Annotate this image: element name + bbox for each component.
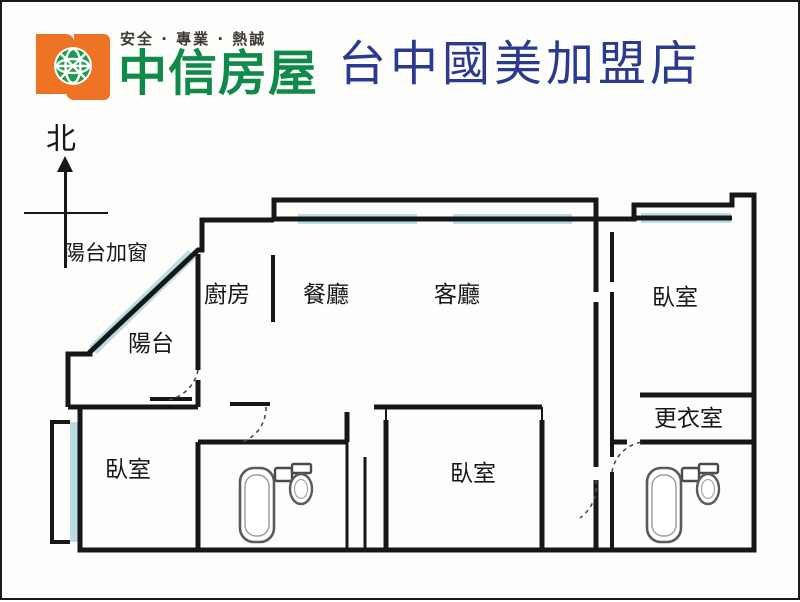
walls-group (50, 192, 757, 553)
store-title: 台中國美加盟店 (338, 36, 703, 92)
toilet-tank-icon (290, 462, 313, 475)
room-label-living: 客廳 (434, 282, 480, 308)
door-swing-bathroom-east (611, 441, 643, 473)
toilet-tank-icon (697, 462, 720, 475)
window-bedroom-sw-west (70, 422, 80, 542)
toilet-bowl-inner (700, 478, 716, 500)
wall-living-north-notch (271, 197, 599, 220)
bathroom-center-fixtures (238, 462, 314, 544)
windows-group (70, 213, 731, 542)
door-swing-kitchen (167, 369, 199, 401)
compass-crossbar (24, 212, 108, 214)
toilet-bowl-inner (293, 478, 309, 500)
room-label-dressing-room: 更衣室 (654, 406, 723, 432)
brand-tagline: 安全 · 專業 · 熱誠 (120, 30, 267, 48)
door-swings-group (167, 369, 643, 519)
north-arrow-icon: 北 (24, 122, 154, 268)
chinatrust-globe-logo-icon (36, 34, 110, 100)
room-label-kitchen: 廚房 (204, 282, 250, 308)
bathtub-inner (244, 474, 270, 537)
brand-logo-block: 安全 · 專業 · 熱誠 中信房屋 (34, 28, 317, 106)
compass-shaft (64, 168, 67, 268)
sink-icon (273, 466, 294, 483)
compass-arrowhead (57, 156, 73, 172)
bathtub-inner (651, 474, 677, 537)
sink-icon (680, 466, 701, 483)
wall-bay-window-bracket (50, 420, 70, 544)
door-swing-bathroom-center (241, 406, 267, 443)
room-label-balcony: 陽台 (128, 331, 174, 357)
room-label-bedroom-southwest: 臥室 (105, 457, 151, 483)
brand-name: 中信房屋 (118, 45, 319, 102)
annotation-balcony-window: 陽台加窗 (64, 241, 148, 265)
wall-balcony-northwest (65, 217, 274, 407)
room-label-bedroom-south: 臥室 (450, 461, 496, 487)
room-label-dining: 餐廳 (303, 282, 349, 308)
room-label-bedroom-northeast: 臥室 (652, 285, 698, 311)
bathroom-east-fixtures (645, 462, 721, 544)
header: 安全 · 專業 · 熱誠 中信房屋 台中國美加盟店 (2, 2, 800, 117)
compass-label: 北 (46, 122, 76, 157)
